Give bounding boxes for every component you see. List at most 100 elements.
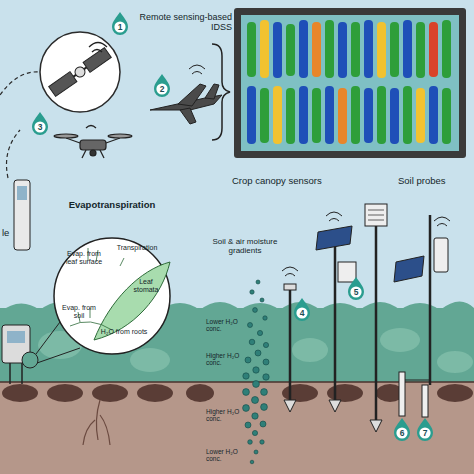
callout-drops-part [348, 277, 364, 300]
satellite-part-part [83, 48, 111, 73]
canopy-sensor-part [368, 210, 384, 220]
map-screen-part [390, 88, 399, 144]
moisture-droplets [243, 280, 270, 464]
map-screen-part [286, 88, 295, 144]
callout-number: 3 [33, 121, 47, 133]
callout-number: 1 [113, 21, 127, 33]
soil-part [2, 384, 38, 402]
sensor-4-part [284, 400, 296, 412]
map-screen-part [325, 20, 334, 78]
callout-drops-part [294, 298, 310, 321]
sensor-4-part [282, 267, 298, 276]
moisture-droplets-part [252, 413, 258, 419]
map-screen-part [241, 15, 459, 151]
callout-number: 4 [295, 307, 309, 319]
left-device-part [17, 186, 27, 200]
map-screen-part [364, 20, 373, 78]
callout-drops-part-part [294, 298, 310, 321]
moisture-droplets-part [248, 440, 253, 445]
left-device-part [21, 363, 23, 384]
map-screen-part [338, 88, 347, 144]
airplane-part [205, 84, 219, 99]
map-screen-part [338, 22, 347, 78]
callout-drops [32, 12, 433, 441]
process-label: Evap. from soil [60, 304, 98, 320]
canopy-part [292, 338, 328, 362]
soil-part [137, 384, 173, 402]
zoom-circle: EvapotranspirationEvap. from leaf surfac… [50, 200, 174, 360]
zoom-leader-part [22, 352, 38, 368]
bracket-part [212, 44, 230, 140]
soil-part [47, 384, 83, 402]
map-screen-part [273, 22, 282, 78]
map-screen-part [247, 22, 256, 77]
callout-number: 7 [418, 427, 432, 439]
moisture-droplets-part [243, 373, 249, 379]
map-screen-part [325, 86, 334, 144]
moisture-droplets-part [263, 342, 268, 347]
satellite-link-part [7, 130, 21, 178]
moisture-droplets-part [252, 430, 257, 435]
callout-number: 2 [155, 83, 169, 95]
moisture-droplets-part [253, 308, 258, 313]
sensor-5-part [338, 262, 356, 282]
map-screen-part [312, 88, 321, 143]
moisture-droplets-part [260, 440, 264, 444]
sensor-5-part [334, 240, 337, 400]
moisture-droplets-part [253, 381, 260, 388]
sensor-4 [282, 267, 298, 412]
soil-probe-station-part [399, 372, 405, 416]
map-screen-part [234, 8, 466, 158]
map-screen-part [260, 20, 269, 78]
moisture-droplets-part [261, 404, 268, 411]
moisture-droplets-part [243, 405, 250, 412]
sensor-4-part [284, 284, 296, 290]
callout-drops-part-part [417, 418, 433, 441]
callout-drops-part-part [112, 12, 128, 35]
moisture-droplets-part [263, 359, 269, 365]
map-screen-part [416, 88, 425, 143]
map-screen-part [390, 22, 399, 77]
process-label: H₂O from roots [98, 328, 150, 336]
left-device-part [14, 180, 30, 250]
moisture-droplets-part [261, 389, 268, 396]
map-screen-part [247, 86, 256, 144]
callout-drops-part-part [348, 277, 364, 300]
satellite-link-part [0, 72, 40, 95]
soil-probe-station-part [405, 380, 430, 381]
callout-drops-part [417, 418, 433, 441]
callout-drops-part [32, 112, 48, 135]
map-screen-part [429, 86, 438, 144]
map-screen-part [442, 20, 451, 78]
sensor-5-part [326, 212, 342, 221]
satellite-part [40, 32, 120, 112]
map-screen-part [260, 88, 269, 143]
soil-probe-station-part [429, 215, 432, 385]
moisture-droplets-part [252, 397, 259, 404]
map-screen-part [286, 24, 295, 76]
moisture-droplets-part [250, 290, 254, 294]
map-screen-part [377, 86, 386, 144]
moisture-droplets-part [253, 367, 259, 373]
soil-part [83, 400, 110, 445]
map-screen-part [403, 20, 412, 78]
sensor-5-part [329, 400, 341, 412]
sky [0, 0, 474, 310]
drone-part [82, 150, 86, 158]
callout-number: 5 [349, 286, 363, 298]
drone-part [80, 140, 106, 150]
satellite-part-part [49, 72, 77, 97]
callout-drops-part-part [394, 418, 410, 441]
soil-probe-station-part [422, 385, 428, 417]
moisture-droplets-part [254, 450, 258, 454]
left-device-part [7, 331, 25, 343]
map-screen-part [273, 86, 282, 144]
callout-drops-part [112, 12, 128, 35]
leaf-drawing [94, 262, 170, 340]
airplane [150, 65, 222, 124]
drone [54, 126, 132, 159]
soil-probe-station [394, 215, 450, 417]
drone-part [90, 150, 96, 156]
